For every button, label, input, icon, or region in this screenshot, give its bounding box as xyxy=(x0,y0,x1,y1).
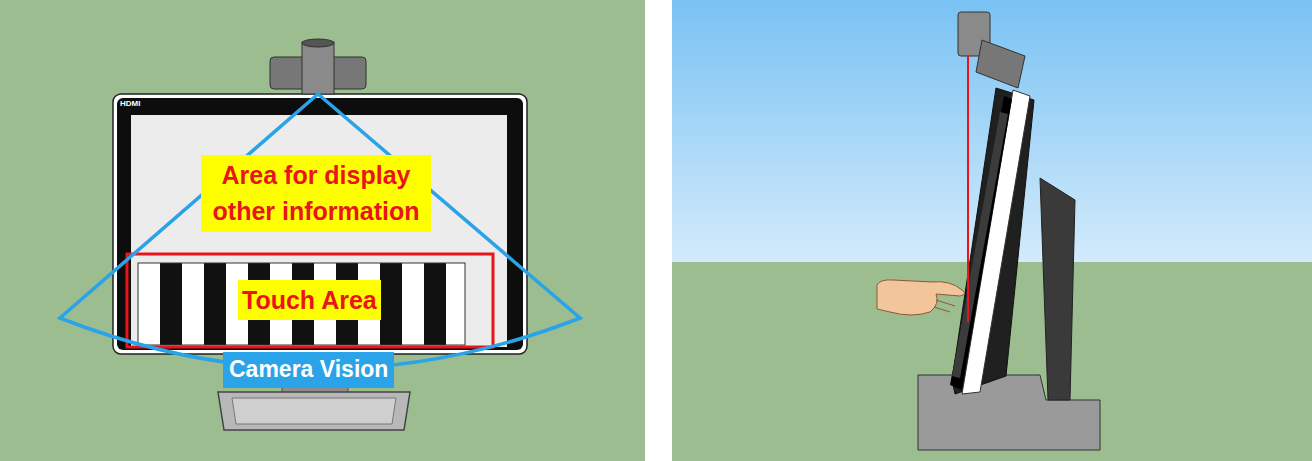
side-stand-arm xyxy=(1040,178,1075,400)
hand xyxy=(877,280,965,315)
touch-area-outline xyxy=(127,254,493,347)
camera-vision-fan xyxy=(60,94,580,369)
hdmi-logo: HDMI xyxy=(120,99,140,108)
monitor-bezel xyxy=(117,98,523,350)
side-monitor-front xyxy=(950,96,1012,390)
side-camera-body xyxy=(976,40,1025,88)
stand-base-top xyxy=(232,398,396,424)
touch-stripes xyxy=(138,263,465,345)
camera-lens xyxy=(302,39,334,47)
side-screen xyxy=(952,112,1008,378)
right-ground xyxy=(672,0,1312,461)
camera-vision-label: Camera Vision xyxy=(223,352,394,388)
left-ground xyxy=(0,0,645,461)
node-text: Camera Vision xyxy=(229,355,388,385)
display-area-label: Area for display other information xyxy=(201,155,431,232)
monitor-bezel-edge xyxy=(113,94,527,354)
node-text: Touch Area xyxy=(242,282,377,318)
side-stand-base xyxy=(918,375,1100,450)
camera-lens-tube xyxy=(302,42,334,94)
node-text: Area for display other information xyxy=(205,157,427,230)
screen xyxy=(131,115,507,347)
hand-fingers xyxy=(934,300,955,312)
side-monitor-back xyxy=(952,88,1034,394)
stand-base xyxy=(218,392,410,430)
touch-area-label: Touch Area xyxy=(238,280,381,320)
camera-sight-line xyxy=(967,56,969,322)
